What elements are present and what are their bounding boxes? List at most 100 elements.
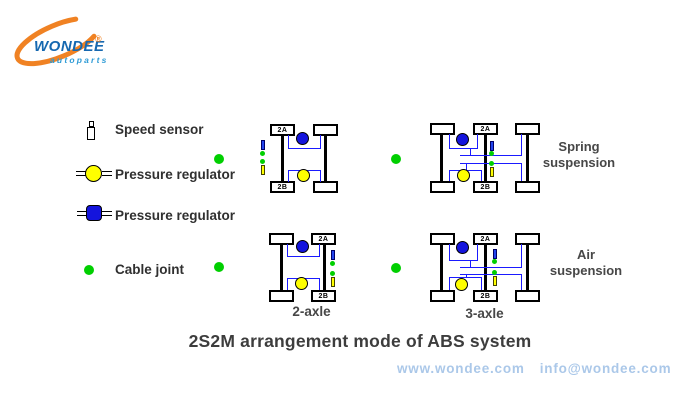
- speed-sensor-icon: [493, 276, 497, 286]
- air-suspension-line2: suspension: [549, 263, 623, 278]
- air-line: [460, 267, 522, 268]
- air-line: [466, 163, 467, 170]
- footer-email: info@wondee.com: [539, 361, 672, 376]
- pressure-regulator-blue-icon: [296, 132, 309, 145]
- speed-sensor-icon: [331, 277, 335, 287]
- wheel-box-2b: 2B: [473, 290, 498, 302]
- axle-beam: [280, 243, 283, 291]
- pressure-regulator-blue-icon: [86, 205, 102, 221]
- speed-sensor-icon: [490, 167, 494, 177]
- sensor-body: [87, 127, 95, 140]
- pressure-regulator-yellow-icon: [455, 278, 468, 291]
- spring-suspension-line2: suspension: [542, 155, 616, 170]
- pressure-regulator-blue-icon: [296, 240, 309, 253]
- axle-beam: [440, 243, 443, 290]
- wheel-box-2b: 2B: [270, 181, 295, 193]
- diagram-3-axle-air: 2A 2B: [425, 225, 550, 310]
- axle-beam: [324, 134, 327, 182]
- air-line: [477, 134, 478, 148]
- air-line: [470, 148, 471, 155]
- logo-brand-text: WONDEE: [34, 38, 105, 55]
- caption-2-axle: 2-axle: [292, 304, 331, 319]
- air-line: [449, 134, 450, 148]
- air-line: [319, 244, 320, 256]
- air-line: [287, 256, 320, 257]
- air-line: [521, 163, 522, 181]
- wheel-box: [430, 181, 455, 193]
- legend-speed-sensor-label: Speed sensor: [115, 122, 204, 137]
- diagram-3-axle-spring: 2A 2B: [425, 115, 550, 200]
- diagram-2-axle-air: 2A 2B: [258, 225, 348, 305]
- speed-sensor-icon: [87, 121, 95, 140]
- pressure-regulator-yellow-icon: [295, 277, 308, 290]
- wheel-box: [515, 290, 540, 302]
- wheel-box: [515, 181, 540, 193]
- pipe-fitting: [76, 175, 86, 176]
- air-line: [521, 134, 522, 155]
- page-title: 2S2M arrangement mode of ABS system: [188, 331, 532, 351]
- air-line: [466, 274, 467, 277]
- pipe-fitting: [102, 171, 112, 172]
- speed-sensor-icon: [490, 141, 494, 151]
- wondee-logo: WONDEE ® autoparts: [10, 6, 122, 76]
- axle-beam: [281, 134, 284, 182]
- air-line: [288, 148, 321, 149]
- logo-subtitle-text: autoparts: [50, 55, 109, 65]
- air-line: [449, 260, 478, 261]
- air-line: [287, 244, 288, 256]
- axle-beam: [526, 243, 529, 290]
- cable-joint-icon: [84, 265, 94, 275]
- air-line: [481, 170, 482, 181]
- air-line: [470, 260, 471, 267]
- cable-joint-icon: [330, 261, 335, 266]
- axle-beam: [323, 243, 326, 291]
- legend-cable-joint-label: Cable joint: [115, 262, 185, 277]
- cable-joint-icon: [489, 161, 494, 166]
- air-line: [288, 170, 289, 182]
- speed-sensor-icon: [331, 250, 335, 260]
- air-line: [449, 244, 450, 260]
- air-line: [449, 170, 450, 181]
- air-line: [320, 170, 321, 182]
- air-line: [460, 274, 522, 275]
- axle-beam: [484, 133, 487, 182]
- cable-joint-icon: [492, 259, 497, 264]
- air-line: [477, 244, 478, 260]
- cable-joint-icon: [492, 270, 497, 275]
- air-line: [521, 244, 522, 267]
- logo-swoosh-icon: [14, 15, 102, 67]
- cable-joint-icon: [391, 263, 401, 273]
- air-line: [320, 135, 321, 148]
- wheel-box-2b: 2B: [311, 290, 336, 302]
- air-suspension-line1: Air: [576, 247, 596, 262]
- air-line: [449, 148, 478, 149]
- wheel-box-2b: 2B: [473, 181, 498, 193]
- footer: www.wondee.com info@wondee.com: [397, 361, 671, 376]
- cable-joint-icon: [391, 154, 401, 164]
- pipe-fitting: [102, 215, 112, 216]
- pressure-regulator-yellow-icon: [85, 165, 102, 182]
- speed-sensor-icon: [493, 249, 497, 259]
- cable-joint-icon: [330, 271, 335, 276]
- air-line: [319, 278, 320, 290]
- pressure-regulator-yellow-icon: [297, 169, 310, 182]
- cable-joint-icon: [260, 151, 265, 156]
- speed-sensor-icon: [261, 165, 265, 175]
- air-line: [449, 277, 450, 290]
- cable-joint-icon: [489, 151, 494, 156]
- wheel-box: [313, 181, 338, 193]
- cable-joint-icon: [214, 154, 224, 164]
- air-line: [287, 278, 288, 290]
- axle-beam: [526, 133, 529, 182]
- diagram-2-axle-spring: 2A 2B: [258, 116, 348, 196]
- wheel-box: [269, 290, 294, 302]
- pipe-fitting: [77, 211, 87, 212]
- pressure-regulator-blue-icon: [456, 133, 469, 146]
- cable-joint-icon: [260, 159, 265, 164]
- legend-pressure-regulator-blue-label: Pressure regulator: [115, 208, 236, 223]
- air-line: [481, 277, 482, 290]
- axle-beam: [484, 243, 487, 290]
- registered-trademark-icon: ®: [95, 34, 102, 44]
- pipe-fitting: [77, 215, 87, 216]
